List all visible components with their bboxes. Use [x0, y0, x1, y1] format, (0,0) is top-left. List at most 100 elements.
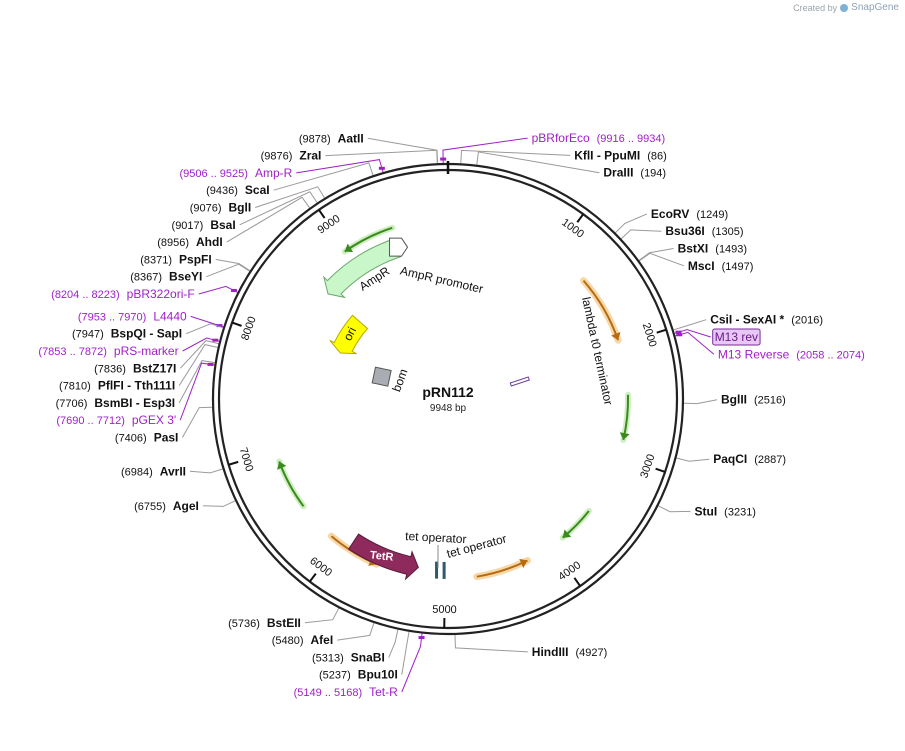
- site-name: EcoRV: [651, 207, 689, 221]
- site-leader-bsmbi-esp3i: [178, 360, 215, 404]
- site-position: (194): [640, 168, 666, 180]
- site-leader-snabi: [388, 629, 399, 658]
- site-label-bglii[interactable]: BglII(2516): [721, 393, 786, 407]
- tick-4000: [573, 577, 581, 587]
- site-leader-scai: [273, 162, 374, 191]
- feature-tet-operator: [442, 561, 446, 579]
- site-leader-bglii: [683, 399, 718, 405]
- site-label-bsai[interactable]: (9017)BsaI: [172, 218, 236, 232]
- site-leader-avrii: [189, 468, 223, 474]
- site-label-m13-rev[interactable]: M13 rev: [715, 330, 758, 344]
- feature-tet-operator: [435, 561, 439, 579]
- site-label-aatii[interactable]: (9878)AatII: [299, 131, 364, 145]
- site-leader-pflfi-tth111i: [178, 344, 218, 386]
- site-label-tet-r[interactable]: (5149 .. 5168)Tet-R: [294, 685, 399, 699]
- site-name: M13 rev: [715, 330, 758, 344]
- site-label-bsmbi-esp3i[interactable]: (7706)BsmBI - Esp3I: [56, 396, 176, 410]
- site-label-draiii[interactable]: DraIII(194): [603, 166, 666, 180]
- site-name: PspFI: [179, 252, 212, 266]
- site-name: Bpu10I: [358, 668, 398, 682]
- site-label-avrii[interactable]: (6984)AvrII: [121, 464, 186, 478]
- site-label-bstz17i[interactable]: (7836)BstZ17I: [94, 361, 176, 375]
- site-label-l4440[interactable]: (7953 .. 7970)L4440: [78, 309, 187, 323]
- site-position: (9876): [261, 151, 293, 163]
- site-label-afei[interactable]: (5480) AfeI: [272, 633, 333, 647]
- site-label-ahdi[interactable]: (8956)AhdI: [157, 235, 222, 249]
- site-label-kfli-ppumi[interactable]: KflI - PpuMI(86): [574, 148, 667, 162]
- site-leader-bpu10i: [401, 631, 410, 675]
- site-leader-ecorv: [615, 213, 648, 234]
- tick-label-6000: 6000: [307, 555, 334, 579]
- site-label-pasi[interactable]: (7406)PasI: [115, 431, 178, 445]
- tick-3000: [655, 467, 666, 473]
- site-label-stui[interactable]: StuI(3231): [695, 504, 756, 518]
- site-name: BstEII: [267, 616, 301, 630]
- site-name: AfeI: [311, 633, 334, 647]
- site-position: (9017): [172, 220, 204, 232]
- tick-label-3000: 3000: [638, 453, 657, 480]
- site-position: (1305): [712, 226, 744, 238]
- site-label-msci[interactable]: MscI(1497): [688, 259, 753, 273]
- site-position: (5480): [272, 635, 304, 647]
- site-label-scai[interactable]: (9436)ScaI: [206, 183, 269, 197]
- site-leader-stui: [658, 505, 691, 513]
- site-position: (5237): [319, 670, 351, 682]
- site-name: AvrII: [160, 464, 186, 478]
- site-name: L4440: [153, 309, 187, 323]
- site-label-m13-reverse[interactable]: M13 Reverse(2058 .. 2074): [718, 347, 865, 361]
- plasmid-name: pRN112: [422, 384, 474, 400]
- site-leader-bsai: [239, 191, 318, 226]
- site-position: (3231): [724, 506, 756, 518]
- site-label-bspqi-sapi[interactable]: (7947)BspQI - SapI: [72, 327, 182, 341]
- feature-ampr-promoter: [389, 237, 409, 257]
- site-name: BglI: [229, 201, 252, 215]
- site-label-bseyi[interactable]: (8367)BseYI: [130, 270, 202, 284]
- site-label-snabi[interactable]: (5313) SnaBI: [312, 650, 385, 664]
- orf-arrowhead: [519, 558, 528, 568]
- site-label-hindiii[interactable]: HindIII(4927): [532, 645, 607, 659]
- site-label-agei[interactable]: (6755)AgeI: [134, 499, 199, 513]
- site-label-ecorv[interactable]: EcoRV(1249): [651, 207, 728, 221]
- primer-mark-amp-r: [378, 166, 385, 170]
- site-position: (8371): [140, 254, 172, 266]
- site-position: (5313): [312, 652, 344, 664]
- site-leader-pbrforeco: [442, 137, 528, 164]
- site-label-bstxi[interactable]: BstXI(1493): [678, 242, 747, 256]
- feature-tetr: [347, 533, 419, 581]
- site-name: pBRforEco: [532, 131, 590, 145]
- site-label-bsteii[interactable]: (5736)BstEII: [228, 616, 301, 630]
- site-label-pbr322ori-f[interactable]: (8204 .. 8223)pBR322ori-F: [51, 287, 195, 301]
- site-leader-pspfi: [215, 258, 251, 272]
- site-label-amp-r[interactable]: (9506 .. 9525)Amp-R: [179, 166, 292, 180]
- feature-label-tetr: TetR: [369, 549, 394, 563]
- site-label-pgex-3[interactable]: (7690 .. 7712)pGEX 3': [56, 413, 176, 427]
- site-position: (8956): [157, 237, 189, 249]
- site-leader-bsteii: [304, 607, 340, 624]
- site-label-csii-sexai[interactable]: CsiI - SexAI *(2016): [710, 313, 823, 327]
- primer-mark-m13-reverse: [676, 333, 683, 337]
- site-label-bgli[interactable]: (9076)BglI: [190, 201, 251, 215]
- site-name: pRS-marker: [114, 344, 179, 358]
- site-name: Tet-R: [369, 685, 398, 699]
- site-name: CsiI - SexAI *: [710, 313, 784, 327]
- site-label-pflfi-tth111i[interactable]: (7810)PflFI - Tth111I: [59, 379, 175, 393]
- site-leader-afei: [337, 622, 375, 641]
- site-leader-csii-sexai: [673, 319, 707, 331]
- site-name: BspQI - SapI: [111, 327, 182, 341]
- site-name: SnaBI: [351, 650, 385, 664]
- primer-box-m13-rev: [712, 328, 761, 346]
- site-label-prs-marker[interactable]: (7853 .. 7872)pRS-marker: [38, 344, 178, 358]
- site-label-bpu10i[interactable]: (5237) Bpu10I: [319, 668, 398, 682]
- site-label-pbrforeco[interactable]: pBRforEco(9916 .. 9934): [532, 131, 666, 145]
- feature-label-tet-operator-1: tet operator: [405, 529, 467, 546]
- site-label-paqci[interactable]: PaqCI(2887): [713, 452, 786, 466]
- site-name: AatII: [338, 131, 364, 145]
- credit-brand: SnapGene: [851, 2, 899, 13]
- site-name: PflFI - Tth111I: [98, 379, 175, 393]
- site-position: (8204 .. 8223): [51, 289, 120, 301]
- site-leader-bspqi-sapi: [185, 323, 224, 335]
- site-position: (7706): [56, 398, 88, 410]
- site-label-zrai[interactable]: (9876)ZraI: [261, 149, 322, 163]
- site-label-pspfi[interactable]: (8371) PspFI: [140, 252, 211, 266]
- site-label-bsu36i[interactable]: Bsu36I(1305): [665, 224, 743, 238]
